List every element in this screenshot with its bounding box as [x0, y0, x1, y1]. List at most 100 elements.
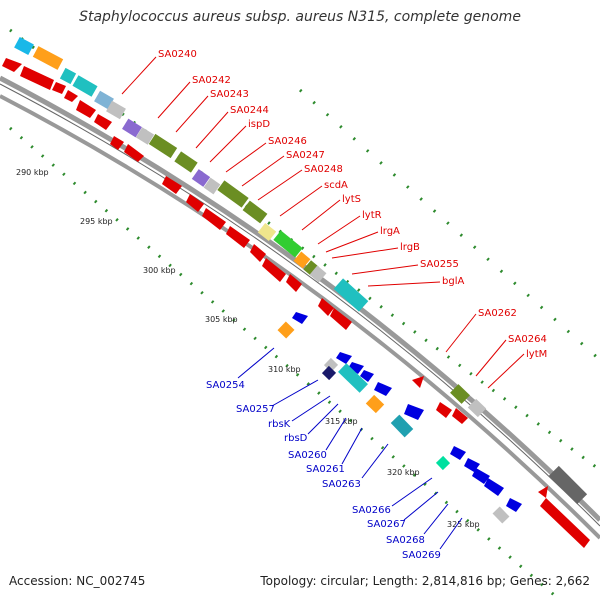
gene-label: SA0257: [236, 404, 275, 415]
gene-block: [338, 363, 368, 393]
gene-label: SA0262: [478, 308, 517, 319]
gene-label: SA0247: [286, 150, 325, 161]
gene-block: [321, 365, 337, 381]
forward-gene-arrow: [538, 486, 548, 498]
backbone-inner: [0, 83, 600, 527]
gene-block: [303, 260, 319, 276]
leader-line: [225, 142, 267, 173]
tick-label: 310 kbp: [268, 365, 301, 374]
reverse-gene-arrow: [484, 478, 504, 496]
gene-label: bglA: [442, 276, 464, 287]
gene-label: SA0268: [386, 535, 425, 546]
tick-label: 305 kbp: [205, 315, 238, 324]
reverse-gene-arrow: [336, 352, 352, 364]
gene-label: ispD: [248, 119, 270, 130]
forward-gene-arrow: [202, 208, 226, 230]
leader-line: [391, 477, 433, 507]
tick-label: 315 kbp: [325, 417, 358, 426]
gene-block: [122, 118, 142, 138]
forward-gene-arrow: [436, 402, 452, 418]
gene-block: [203, 177, 221, 195]
gene-block: [333, 278, 369, 312]
leader-line: [157, 81, 191, 119]
gene-label: rbsK: [268, 419, 291, 430]
leader-line: [351, 264, 419, 275]
leader-line: [361, 443, 389, 479]
leader-line: [291, 395, 331, 422]
gene-block: [273, 230, 303, 258]
gene-block: [293, 251, 311, 269]
gene-block: [365, 394, 385, 414]
gene-block: [32, 46, 64, 70]
leader-line: [301, 199, 341, 231]
leader-line: [325, 417, 347, 451]
gene-block: [435, 455, 451, 471]
reverse-gene-arrow: [374, 382, 392, 396]
leader-line: [439, 517, 463, 550]
forward-gene-arrow: [540, 498, 590, 548]
gene-label: SA0242: [192, 75, 231, 86]
accession-text: Accession: NC_002745: [9, 574, 146, 588]
leader-line: [331, 247, 399, 259]
leader-line: [403, 491, 439, 521]
tick-label: 290 kbp: [16, 168, 49, 177]
gene-label: SA0243: [210, 89, 249, 100]
tick-tracks: [9, 28, 600, 600]
leader-line: [307, 403, 339, 435]
gene-block: [217, 180, 249, 208]
tick-label: 300 kbp: [143, 266, 176, 275]
gene-label: SA0254: [206, 380, 245, 391]
tick-label: 320 kbp: [387, 468, 420, 477]
gene-block: [548, 465, 588, 505]
gene-label: lrgA: [380, 226, 400, 237]
gene-label: lytS: [342, 194, 361, 205]
gene-block: [94, 90, 114, 110]
gene-block: [467, 398, 487, 418]
forward-label-group: [121, 56, 525, 389]
reverse-labels: SA0254 SA0257 rbsK rbsD SA0260 SA0261 SA…: [206, 380, 441, 561]
leader-line: [209, 125, 247, 163]
gene-label: scdA: [324, 180, 348, 191]
gene-label: SA0269: [402, 550, 441, 561]
leader-line: [257, 169, 303, 201]
leader-line: [445, 313, 477, 353]
forward-gene-arrow: [2, 58, 22, 72]
forward-gene-arrow: [186, 194, 204, 212]
forward-gene-arrow: [262, 258, 286, 282]
gene-label: SA0255: [420, 259, 459, 270]
gene-label: SA0264: [508, 334, 547, 345]
gene-block: [174, 151, 198, 173]
forward-gene-arrow: [52, 82, 66, 94]
gene-block: [135, 127, 155, 145]
forward-gene-arrow: [318, 298, 334, 316]
gene-block: [106, 100, 126, 120]
reverse-gene-arrow: [292, 312, 308, 324]
map-title: Staphylococcus aureus subsp. aureus N315…: [79, 9, 521, 25]
cog-blocks: [14, 36, 588, 505]
tick-label: 325 kbp: [447, 520, 480, 529]
gene-label: SA0246: [268, 136, 307, 147]
leader-line: [325, 231, 379, 253]
leader-line: [487, 353, 525, 389]
leader-line: [241, 155, 285, 187]
gene-block: [14, 36, 34, 56]
inner-tick-track: [9, 126, 561, 600]
forward-gene-arrow: [412, 376, 424, 388]
backbone-lower: [0, 94, 600, 540]
gene-label: SA0260: [288, 450, 327, 461]
tick-label: 295 kbp: [80, 217, 113, 226]
reverse-genes: [277, 312, 522, 524]
leader-line: [279, 185, 323, 217]
gene-label: SA0266: [352, 505, 391, 516]
gene-label: lytR: [362, 210, 382, 221]
gene-block: [72, 75, 98, 97]
leader-line: [237, 347, 275, 379]
gene-label: SA0248: [304, 164, 343, 175]
gene-block: [390, 414, 414, 438]
leader-line: [367, 281, 441, 287]
forward-gene-arrow: [76, 100, 96, 118]
gene-label: rbsD: [284, 433, 308, 444]
leader-line: [195, 111, 229, 149]
genome-summary-text: Topology: circular; Length: 2,814,816 bp…: [260, 574, 590, 588]
gene-label: lytM: [526, 349, 547, 360]
